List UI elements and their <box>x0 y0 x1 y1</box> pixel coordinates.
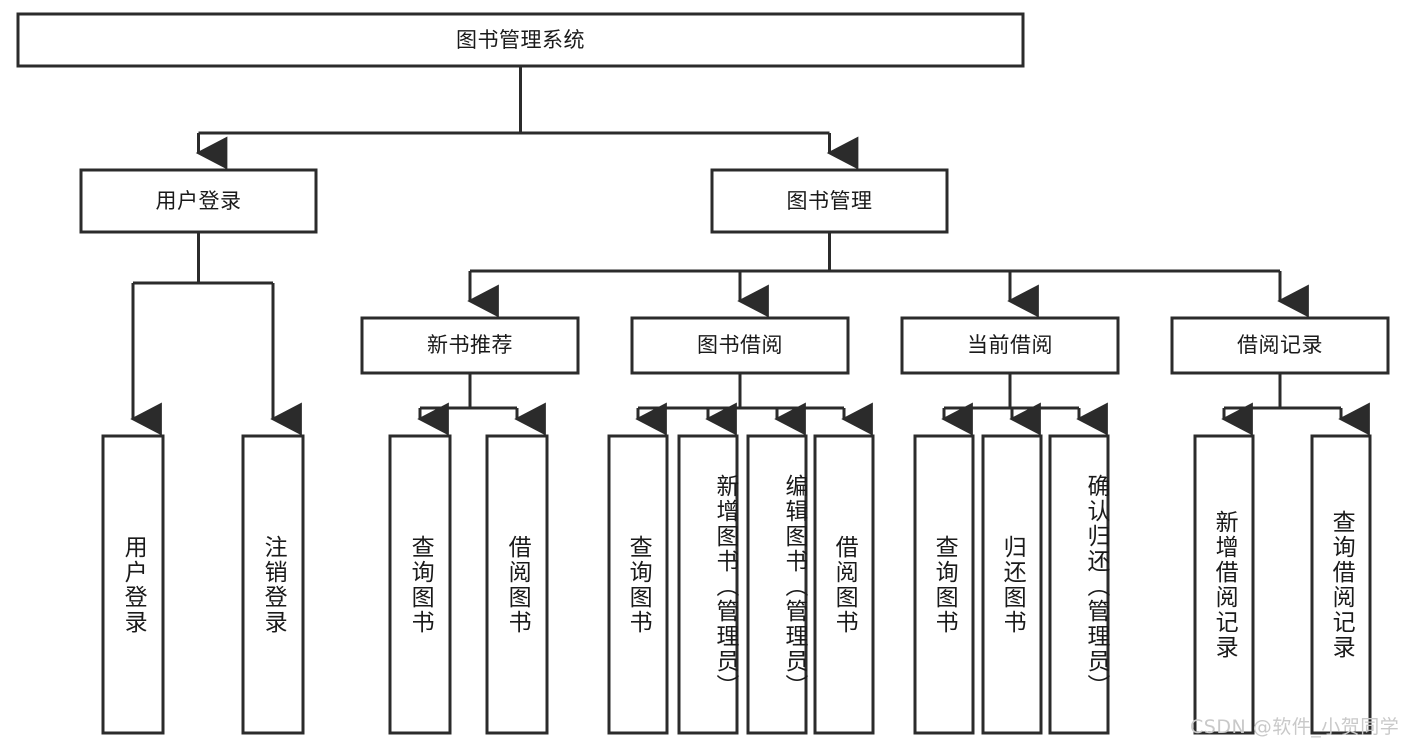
box-leaf-logout[interactable] <box>241 434 305 735</box>
box-leaf-add-borrow-record[interactable] <box>1193 434 1255 735</box>
csdn-watermark: CSDN @软件_小贺同学 <box>1190 716 1400 738</box>
box-leaf-add-book-admin[interactable] <box>677 434 739 735</box>
box-root[interactable] <box>16 12 1025 68</box>
box-leaf-user-login[interactable] <box>101 434 165 735</box>
node-boxes <box>16 12 1390 735</box>
box-borrow-record[interactable] <box>1170 316 1390 375</box>
box-leaf-confirm-return-admin[interactable] <box>1048 434 1110 735</box>
box-new-book-recommend[interactable] <box>360 316 580 375</box>
box-leaf-borrow-book-rec[interactable] <box>485 434 549 735</box>
connectors <box>130 66 1370 436</box>
box-leaf-edit-book-admin[interactable] <box>746 434 808 735</box>
box-book-manage[interactable] <box>710 168 949 234</box>
box-leaf-query-book-cur[interactable] <box>913 434 975 735</box>
box-leaf-query-book-borrow[interactable] <box>607 434 669 735</box>
box-leaf-return-book[interactable] <box>981 434 1043 735</box>
box-user-login[interactable] <box>79 168 318 234</box>
box-leaf-query-borrow-record[interactable] <box>1310 434 1372 735</box>
box-leaf-borrow-book[interactable] <box>813 434 875 735</box>
box-leaf-query-book-rec[interactable] <box>388 434 452 735</box>
box-book-borrow[interactable] <box>630 316 850 375</box>
box-current-borrow[interactable] <box>900 316 1120 375</box>
